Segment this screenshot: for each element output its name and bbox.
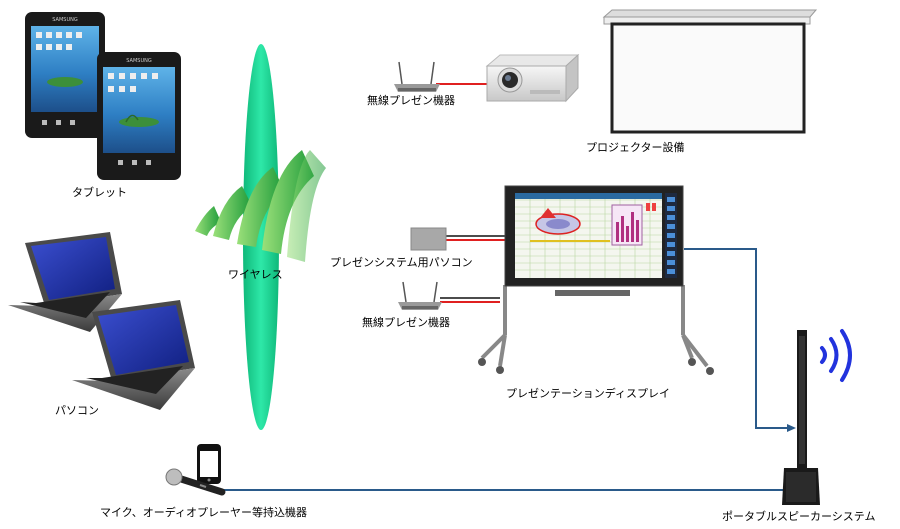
projector (485, 53, 580, 103)
label-display: プレゼンテーションディスプレイ (506, 387, 671, 400)
portable-speaker (782, 330, 820, 505)
label-mic: マイク、オーディオプレーヤー等持込機器 (100, 506, 308, 519)
label-wireless: ワイヤレス (228, 268, 283, 281)
microphone-icon (165, 468, 226, 496)
cable-mic-speaker (222, 486, 792, 494)
label-pc: パソコン (55, 404, 99, 417)
wireless-beam (243, 44, 279, 430)
label-router-mid: 無線プレゼン機器 (362, 316, 450, 329)
wireless-router-mid (398, 281, 442, 310)
label-projector: プロジェクター設備 (586, 141, 685, 154)
tablet-front: SAMSUNG (97, 52, 181, 180)
label-presentation-pc: プレゼンシステム用パソコン (330, 256, 473, 269)
cable-pc-display (446, 235, 506, 241)
wireless-waves-icon (195, 150, 326, 262)
laptop-front (72, 300, 195, 410)
presentation-display (478, 185, 714, 375)
cable-display-speaker (684, 248, 796, 432)
label-speaker: ポータブルスピーカーシステム (722, 510, 876, 523)
tablet-brand-front: SAMSUNG (126, 58, 152, 64)
presentation-pc-box (410, 227, 447, 251)
tablet-back: SAMSUNG (25, 12, 105, 138)
projection-screen (602, 9, 818, 134)
label-router-top: 無線プレゼン機器 (367, 94, 455, 107)
sound-waves-icon (820, 329, 852, 382)
label-tablet: タブレット (72, 186, 127, 199)
laptop-back (8, 232, 122, 332)
tablet-brand-back: SAMSUNG (52, 17, 78, 23)
wireless-router-top (394, 61, 440, 92)
smartphone-icon (197, 444, 221, 484)
cable-router-display (440, 297, 500, 303)
